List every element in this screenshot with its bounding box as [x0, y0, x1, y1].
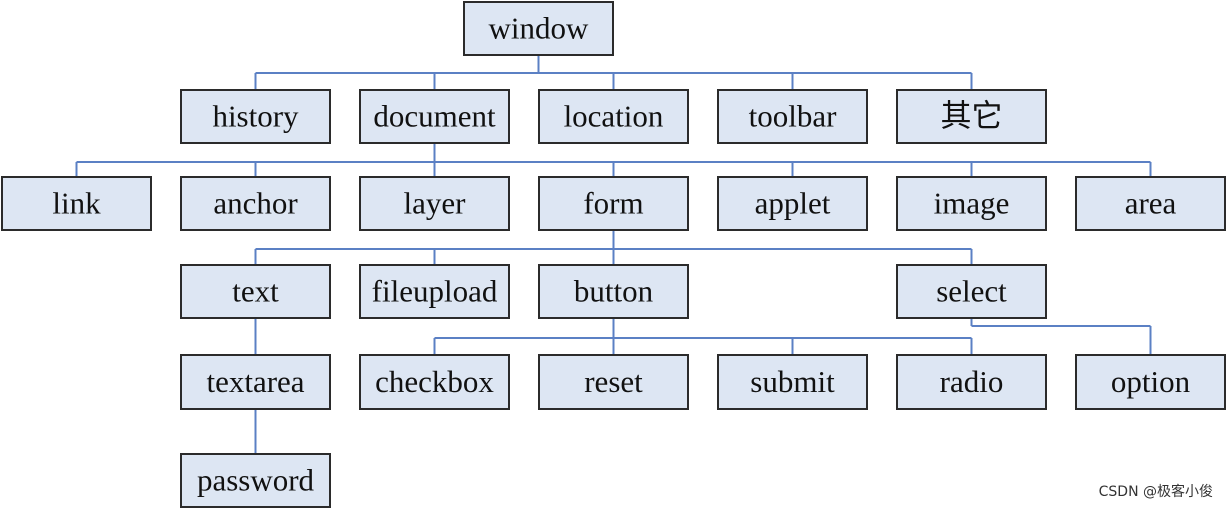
node-textarea: textarea	[180, 354, 331, 410]
node-box-radio	[896, 354, 1047, 410]
node-label-textarea: textarea	[206, 364, 304, 399]
node-label-form: form	[583, 186, 643, 221]
node-box-checkbox	[359, 354, 510, 410]
node-label-reset: reset	[584, 364, 643, 399]
node-link: link	[1, 176, 152, 231]
node-label-document: document	[373, 99, 496, 134]
node-button: button	[538, 264, 689, 319]
node-box-window	[463, 1, 614, 56]
node-other: 其它	[896, 89, 1047, 144]
node-label-text: text	[232, 274, 279, 309]
node-radio: radio	[896, 354, 1047, 410]
connector-lines	[75, 55, 1152, 454]
node-document: document	[359, 89, 510, 144]
node-option: option	[1075, 354, 1226, 410]
node-box-toolbar	[717, 89, 868, 144]
node-label-checkbox: checkbox	[375, 364, 494, 399]
node-label-radio: radio	[940, 364, 1004, 399]
node-box-option	[1075, 354, 1226, 410]
node-box-image	[896, 176, 1047, 231]
node-label-password: password	[197, 463, 315, 498]
node-label-fileupload: fileupload	[372, 274, 498, 309]
node-reset: reset	[538, 354, 689, 410]
node-box-document	[359, 89, 510, 144]
node-image: image	[896, 176, 1047, 231]
node-box-history	[180, 89, 331, 144]
node-box-reset	[538, 354, 689, 410]
node-box-link	[1, 176, 152, 231]
node-box-location	[538, 89, 689, 144]
node-box-button	[538, 264, 689, 319]
node-label-option: option	[1111, 364, 1191, 399]
node-label-location: location	[564, 99, 664, 134]
node-area: area	[1075, 176, 1226, 231]
node-box-form	[538, 176, 689, 231]
node-anchor: anchor	[180, 176, 331, 231]
node-history: history	[180, 89, 331, 144]
node-box-select	[896, 264, 1047, 319]
node-box-password	[180, 453, 331, 508]
node-applet: applet	[717, 176, 868, 231]
node-window: window	[463, 1, 614, 56]
node-label-anchor: anchor	[213, 186, 298, 221]
node-box-area	[1075, 176, 1226, 231]
node-label-image: image	[934, 186, 1010, 221]
node-fileupload: fileupload	[359, 264, 510, 319]
node-label-link: link	[52, 186, 101, 221]
node-label-toolbar: toolbar	[749, 99, 837, 134]
node-box-other	[896, 89, 1047, 144]
node-label-window: window	[489, 11, 590, 46]
node-toolbar: toolbar	[717, 89, 868, 144]
watermark-text: CSDN @极客小俊	[1098, 484, 1213, 500]
node-text: text	[180, 264, 331, 319]
node-label-submit: submit	[750, 364, 835, 399]
node-box-textarea	[180, 354, 331, 410]
node-box-submit	[717, 354, 868, 410]
node-label-area: area	[1125, 186, 1177, 221]
node-box-applet	[717, 176, 868, 231]
node-submit: submit	[717, 354, 868, 410]
node-checkbox: checkbox	[359, 354, 510, 410]
node-box-layer	[359, 176, 510, 231]
node-box-fileupload	[359, 264, 510, 319]
node-label-other: 其它	[941, 99, 1003, 134]
node-label-select: select	[936, 274, 1007, 309]
node-label-layer: layer	[404, 186, 467, 221]
node-form: form	[538, 176, 689, 231]
node-select: select	[896, 264, 1047, 319]
node-label-button: button	[574, 274, 654, 309]
node-label-applet: applet	[755, 186, 831, 221]
node-box-text	[180, 264, 331, 319]
node-password: password	[180, 453, 331, 508]
node-layer: layer	[359, 176, 510, 231]
node-location: location	[538, 89, 689, 144]
node-box-anchor	[180, 176, 331, 231]
node-label-history: history	[212, 99, 299, 134]
